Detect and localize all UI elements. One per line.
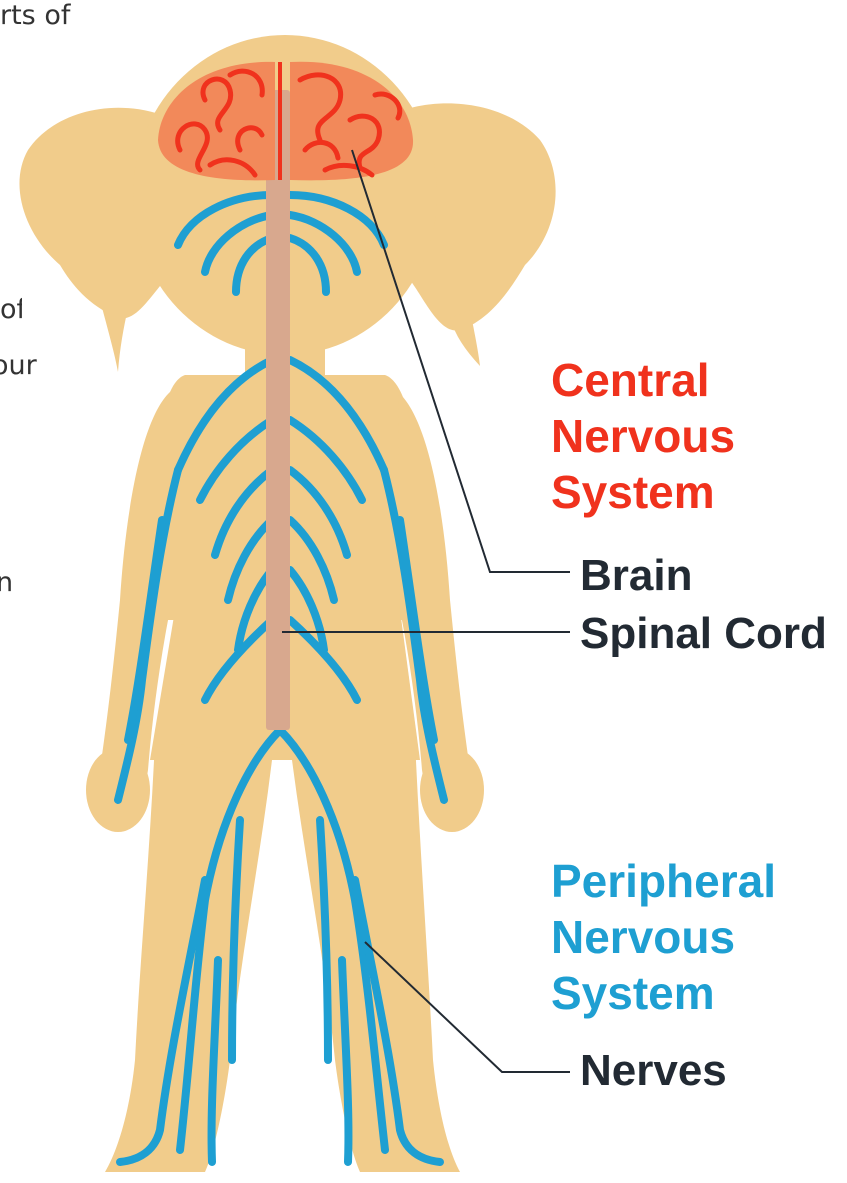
title-line: Nervous [551,909,776,965]
title-line: Nervous [551,408,735,464]
spinal-cord-label: Spinal Cord [580,606,827,662]
title-line: Peripheral [551,853,776,909]
spinal-cord-icon [266,90,290,730]
title-line: System [551,965,776,1021]
peripheral-nervous-system-title: Peripheral Nervous System [551,853,776,1021]
title-line: System [551,464,735,520]
brain-label: Brain [580,548,692,604]
central-nervous-system-title: Central Nervous System [551,352,735,520]
title-line: Central [551,352,735,408]
nerves-label: Nerves [580,1043,727,1099]
